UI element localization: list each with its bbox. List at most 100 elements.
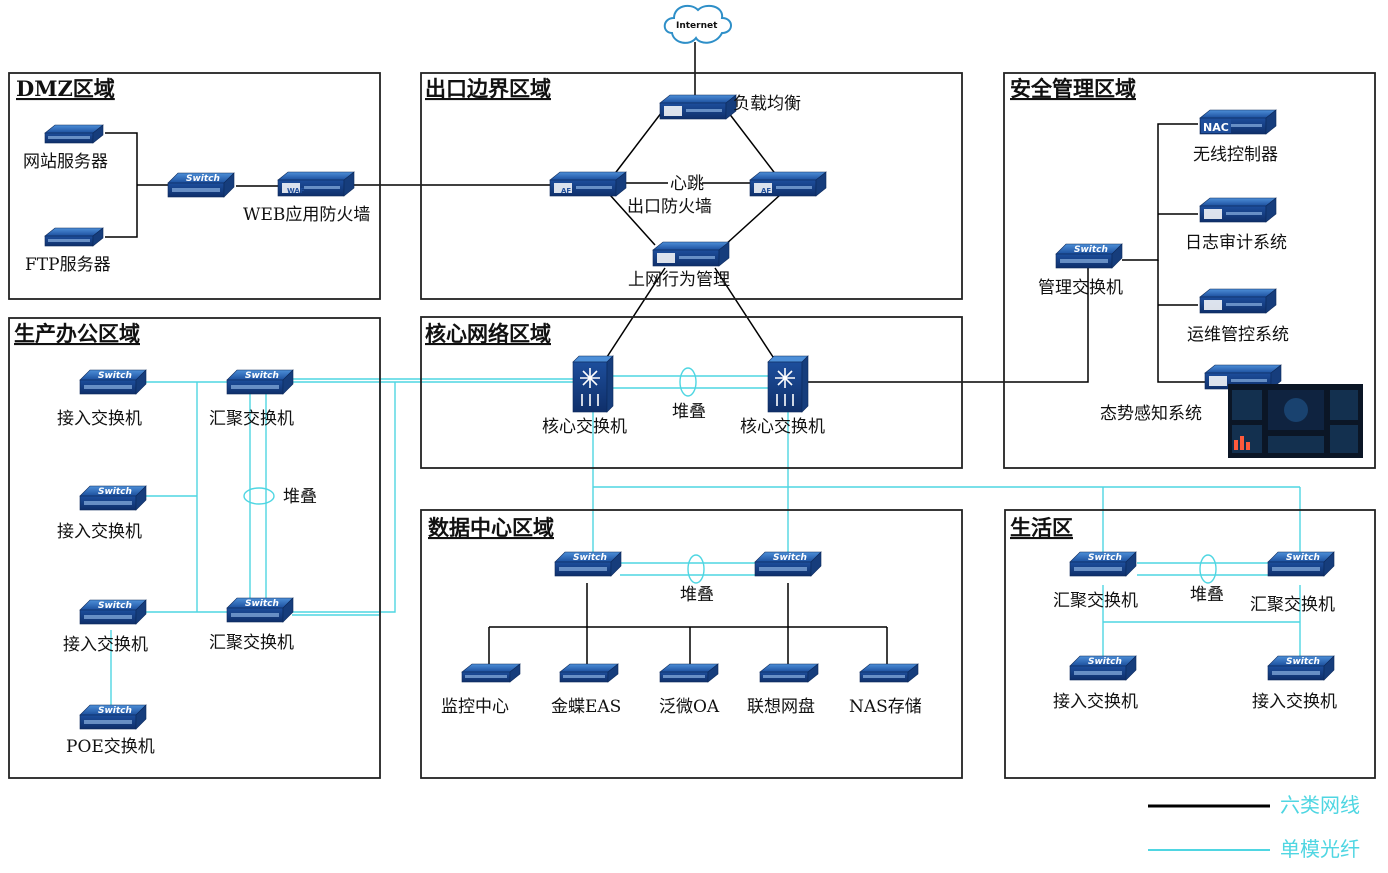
core-switch-1-icon [572,355,614,413]
office-stack-label: 堆叠 [283,487,317,507]
office-zone [8,317,381,779]
office-access-2-label: 接入交换机 [57,522,142,542]
dc-monitor-label: 监控中心 [441,697,509,717]
core-zone [420,316,963,469]
zone-title-core: 核心网络区域 [425,321,551,346]
living-zone [1004,509,1376,779]
living-agg-2-icon [1267,551,1335,577]
office-agg-2-icon [226,597,294,623]
core-stack-ring [679,367,697,397]
office-access-3-icon [79,599,147,625]
heartbeat-label: 心跳 [670,174,704,194]
core-stack-label: 堆叠 [672,402,706,422]
log-audit-icon [1199,197,1277,223]
ops-control-label: 运维管控系统 [1187,325,1289,345]
zone-boxes [8,72,1376,779]
web-server-icon [44,124,104,144]
dc-eas-label: 金蝶EAS [551,697,621,717]
legend-fiber-label: 单模光纤 [1280,837,1360,861]
lb-to-fw-right [724,107,781,181]
dc-eas-icon [559,663,619,683]
fw-to-behavior-left [609,194,656,246]
dc-oa-icon [659,663,719,683]
legend-cat6-label: 六类网线 [1280,793,1360,817]
fw-to-behavior-right [724,194,781,246]
core-switch-2-icon [767,355,809,413]
dc-monitor-icon [461,663,521,683]
office-access-1-icon [79,369,147,395]
datacenter-zone [420,509,963,779]
zone-title-living: 生活区 [1010,515,1073,540]
af-badge-right: AF [761,187,771,195]
behavior-mgmt-label: 上网行为管理 [628,270,730,290]
office-poe-icon [79,704,147,730]
legend: 六类网线 单模光纤 [1148,793,1360,861]
internet-cloud-icon: Internet [663,4,732,44]
core-switch-1-label: 核心交换机 [542,417,627,437]
office-agg-1-icon [226,369,294,395]
wireless-controller-label: 无线控制器 [1193,145,1278,165]
dc-stack-label: 堆叠 [680,585,714,605]
office-access-3-label: 接入交换机 [63,635,148,655]
mgmt-switch-icon [1055,243,1123,269]
situation-dashboard-image [1228,384,1363,458]
core-to-mgmt [808,268,1089,383]
ftp-server-label: FTP服务器 [25,255,111,275]
dc-netdisk-label: 联想网盘 [747,697,815,717]
living-stack-ring [1199,554,1217,584]
zone-title-office: 生产办公区域 [14,321,140,346]
log-audit-label: 日志审计系统 [1185,233,1287,253]
dc-netdisk-icon [759,663,819,683]
mgmt-tree [1122,123,1198,261]
ftp-server-icon [44,227,104,247]
load-balancer-label: 负载均衡 [733,94,801,114]
office-access-1-label: 接入交换机 [57,409,142,429]
living-agg-2-label: 汇聚交换机 [1250,595,1335,615]
living-access-2-label: 接入交换机 [1252,692,1337,712]
lb-to-fw-left [609,107,666,181]
exit-firewall-label: 出口防火墙 [627,197,712,217]
office-agg-1-label: 汇聚交换机 [209,409,294,429]
office-access-2-icon [79,485,147,511]
office-poe-label: POE交换机 [66,737,155,757]
living-agg-1-label: 汇聚交换机 [1053,591,1138,611]
waf-badge: WAF [287,187,305,195]
core-switch-2-label: 核心交换机 [740,417,825,437]
office-stack-ring [243,487,275,505]
waf-label: WEB应用防火墙 [243,205,370,225]
exit-zone [420,72,963,300]
dmz-server-links [105,132,138,238]
office-agg-2-label: 汇聚交换机 [209,633,294,653]
situation-awareness-label: 态势感知系统 [1100,404,1202,424]
living-access-2-icon [1267,655,1335,681]
nac-badge: NAC [1203,121,1229,134]
web-server-label: 网站服务器 [23,152,108,172]
living-agg-1-icon [1069,551,1137,577]
zone-title-security: 安全管理区域 [1010,76,1136,101]
living-access-1-icon [1069,655,1137,681]
living-access-1-label: 接入交换机 [1053,692,1138,712]
mgmt-switch-label: 管理交换机 [1038,278,1123,298]
security-zone [1003,72,1376,469]
dc-switch-1-icon [554,551,622,577]
internet-label: Internet [676,21,718,31]
af-badge-left: AF [561,187,571,195]
zone-title-exit: 出口边界区域 [425,76,551,101]
behavior-to-core-right [714,267,776,361]
behavior-mgmt-icon [652,241,730,267]
cat6-links [105,42,1205,668]
dmz-switch-icon [167,172,235,198]
mgmt-to-sa [1157,260,1205,383]
zone-title-dmz: DMZ区域 [16,76,115,101]
load-balancer-icon [659,94,737,120]
ops-control-icon [1199,288,1277,314]
dc-nas-label: NAS存储 [849,697,922,717]
zone-title-datacenter: 数据中心区域 [428,515,554,540]
dc-nas-icon [859,663,919,683]
behavior-to-core-left [604,267,666,361]
living-stack-label: 堆叠 [1190,585,1224,605]
dc-stack-ring [687,554,705,584]
dmz-zone [8,72,381,300]
dc-switch-2-icon [754,551,822,577]
dc-oa-label: 泛微OA [659,697,720,717]
